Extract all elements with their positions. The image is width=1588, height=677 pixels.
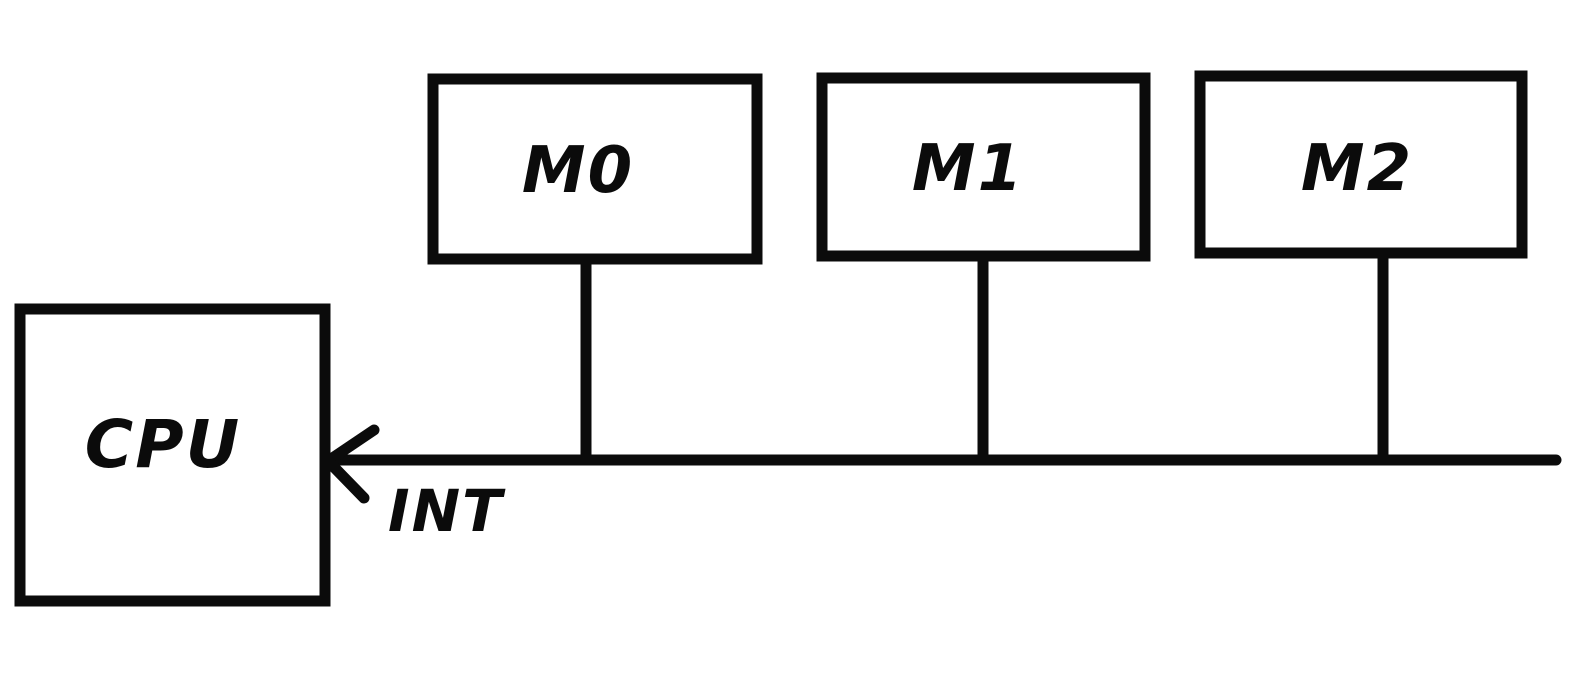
m2-label: M2 [1301, 132, 1413, 206]
arrowhead-upper-barb [322, 424, 380, 467]
node-m0[interactable]: M0 [427, 73, 763, 265]
m1-box[interactable] [816, 72, 1151, 262]
m2-box[interactable] [1194, 70, 1528, 259]
node-cpu[interactable]: CPU [14, 303, 331, 607]
arrowhead-lower-barb [322, 455, 370, 504]
cpu-box[interactable] [14, 303, 331, 607]
m0-box[interactable] [427, 73, 763, 265]
m0-label: M0 [522, 134, 634, 208]
int-label: INT [388, 477, 506, 545]
cpu-label: CPU [85, 406, 241, 483]
bus-edges [322, 253, 1562, 466]
int-arrowhead-icon [322, 424, 380, 504]
node-m1[interactable]: M1 [816, 72, 1151, 262]
node-m2[interactable]: M2 [1194, 70, 1528, 259]
m1-label: M1 [912, 132, 1024, 206]
